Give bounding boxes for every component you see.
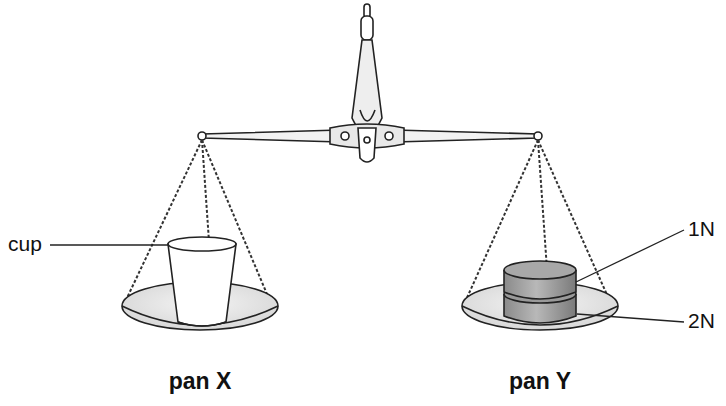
weights — [504, 261, 576, 323]
balance-beam — [198, 124, 542, 162]
cup — [168, 237, 236, 326]
pan-label: pan X — [169, 368, 232, 396]
weight-label: 1N — [688, 216, 715, 241]
pan-label: pan Y — [509, 368, 571, 396]
leader-line — [50, 230, 684, 322]
weight-label: 2N — [688, 308, 715, 333]
hanger — [352, 4, 382, 134]
part-label: cup — [8, 231, 42, 256]
